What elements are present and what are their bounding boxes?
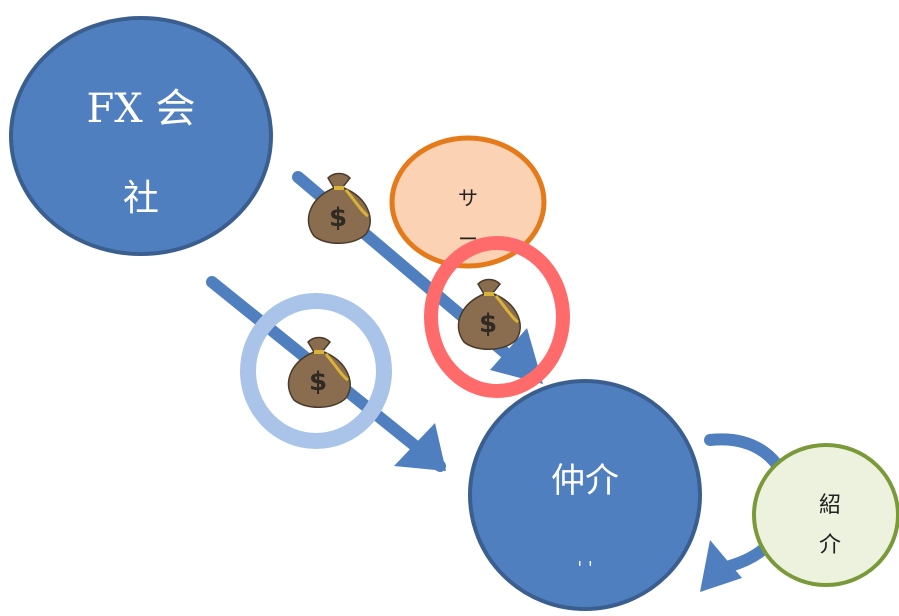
svg-text:$: $ xyxy=(329,203,347,233)
money-bag-icon: $ xyxy=(457,278,521,350)
broker-label: 仲介 xyxy=(551,461,619,501)
highlight-ring-red xyxy=(424,236,570,398)
fx-company-label: FX 会 xyxy=(87,86,196,132)
svg-text:$: $ xyxy=(479,309,497,339)
referral-label-2: 介 xyxy=(819,533,841,558)
broker-label-2: ' ' xyxy=(577,558,593,579)
highlight-ring-blue xyxy=(240,293,392,449)
fx-company-node: FX 会 社 xyxy=(9,16,273,256)
referral-node: 紹 介 xyxy=(752,443,899,587)
server-label: サ xyxy=(458,186,478,210)
broker-node: 仲介 ' ' xyxy=(468,379,702,611)
referral-label: 紹 xyxy=(819,493,841,518)
svg-text:$: $ xyxy=(309,367,327,397)
money-bag-icon: $ xyxy=(287,336,351,408)
server-node: サ ー xyxy=(389,135,547,269)
money-bag-icon: $ xyxy=(307,172,371,244)
fx-company-label-2: 社 xyxy=(123,178,159,219)
